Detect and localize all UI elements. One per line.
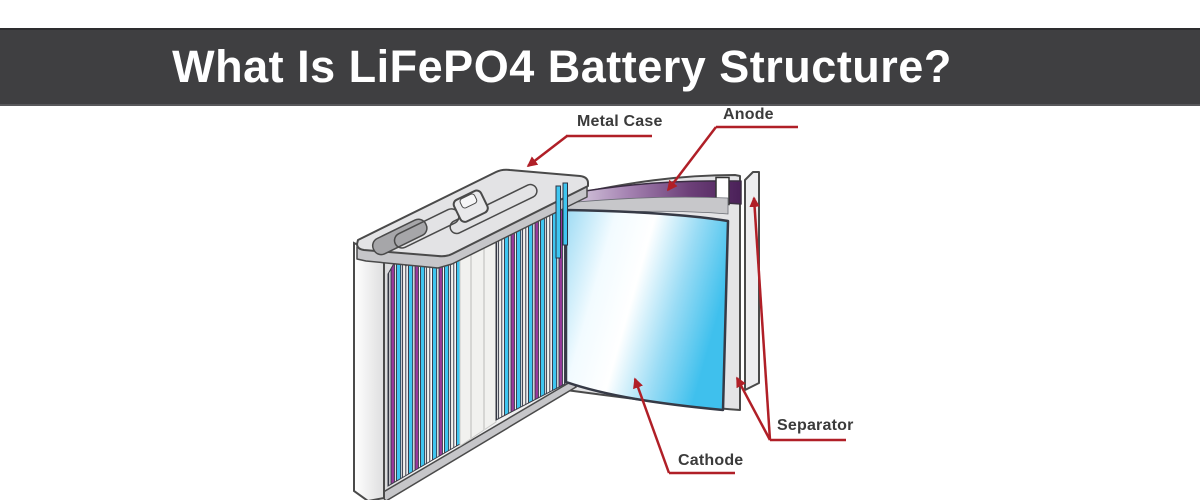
separator-sheet-outer	[744, 171, 760, 391]
separator-arrow-low	[735, 376, 772, 441]
electrode-plates-left	[387, 239, 461, 487]
label-metal-case: Metal Case	[577, 113, 663, 130]
lid-recess	[371, 218, 428, 256]
cathode-arrow	[633, 377, 671, 474]
label-cathode: Cathode	[678, 452, 744, 469]
lid-groove-2	[449, 183, 538, 235]
callout-lines	[526, 125, 846, 475]
stray-rod-1	[555, 185, 561, 259]
plate-gap-sheet	[459, 227, 497, 447]
page-title: What Is LiFePO4 Battery Structure?	[172, 41, 952, 92]
terminal-tab-top	[459, 193, 478, 209]
metal-case-arrow	[526, 135, 568, 167]
label-anode: Anode	[723, 106, 774, 123]
cathode-sheet	[564, 208, 730, 412]
case-left-wall	[353, 241, 385, 500]
anode-arrow	[667, 126, 717, 192]
case-lid	[356, 168, 589, 269]
separator-arrow-high	[749, 196, 772, 441]
label-separator: Separator	[777, 417, 854, 434]
title-banner: What Is LiFePO4 Battery Structure?	[0, 28, 1200, 106]
electrode-plates	[387, 189, 566, 487]
stray-rod-2	[562, 182, 568, 246]
